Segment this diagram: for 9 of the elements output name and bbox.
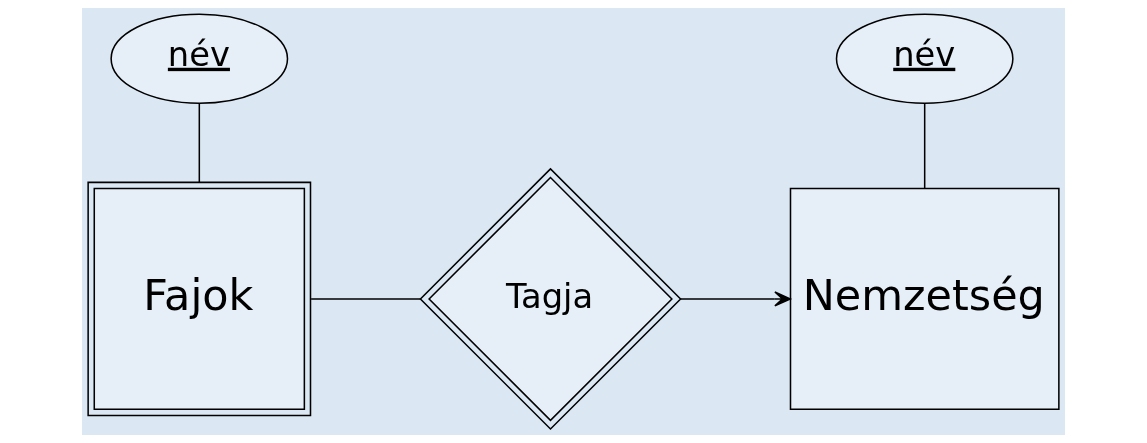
node-ellipse: név: [110, 13, 289, 104]
arrow: [679, 291, 791, 307]
connector: [198, 102, 201, 183]
node-diamond: Tagja: [419, 167, 682, 431]
node-box: Fajok: [87, 181, 312, 417]
node-ellipse: név: [835, 13, 1014, 104]
connector: [923, 102, 926, 189]
node-box: Nemzetség: [789, 187, 1060, 411]
connector: [310, 298, 422, 300]
